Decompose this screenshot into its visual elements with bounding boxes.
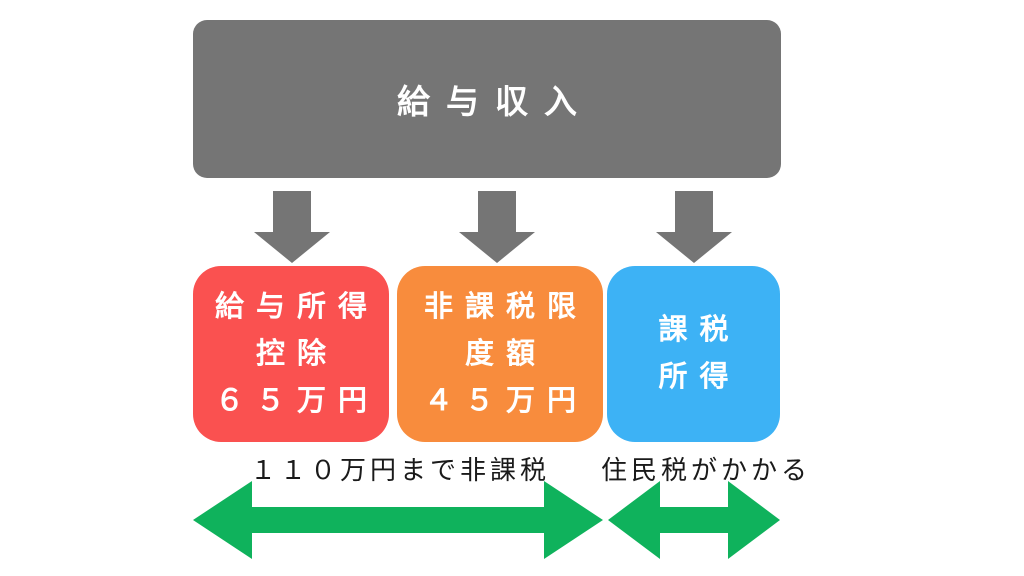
taxable-income-line2: 所得 — [658, 361, 741, 393]
tax-free-limit-line3: ４５万円 — [423, 384, 588, 417]
taxable-income-box: 課税 所得 — [607, 266, 780, 442]
arrow-down-icon — [459, 191, 535, 263]
salary-deduction-line3: ６５万円 — [214, 384, 379, 417]
arrow-down-icon — [254, 191, 330, 263]
tax-free-range-label: １１０万円まで非課税 — [249, 454, 550, 485]
arrow-down-icon — [656, 191, 732, 263]
double-arrow-icon — [193, 481, 603, 559]
salary-deduction-line2: 控除 — [255, 337, 338, 370]
salary-income-label: 給与収入 — [397, 83, 593, 120]
salary-income-box: 給与収入 — [193, 20, 781, 178]
tax-free-limit-box: 非課税限 度額 ４５万円 — [397, 266, 603, 442]
salary-deduction-box: 給与所得 控除 ６５万円 — [193, 266, 389, 442]
tax-free-limit-line1: 非課税限 — [423, 290, 588, 323]
resident-tax-range-label: 住民税がかかる — [600, 454, 811, 485]
taxable-income-line1: 課税 — [658, 314, 741, 346]
salary-deduction-line1: 給与所得 — [214, 290, 379, 323]
double-arrow-icon — [608, 481, 780, 559]
tax-free-limit-line2: 度額 — [464, 337, 547, 370]
